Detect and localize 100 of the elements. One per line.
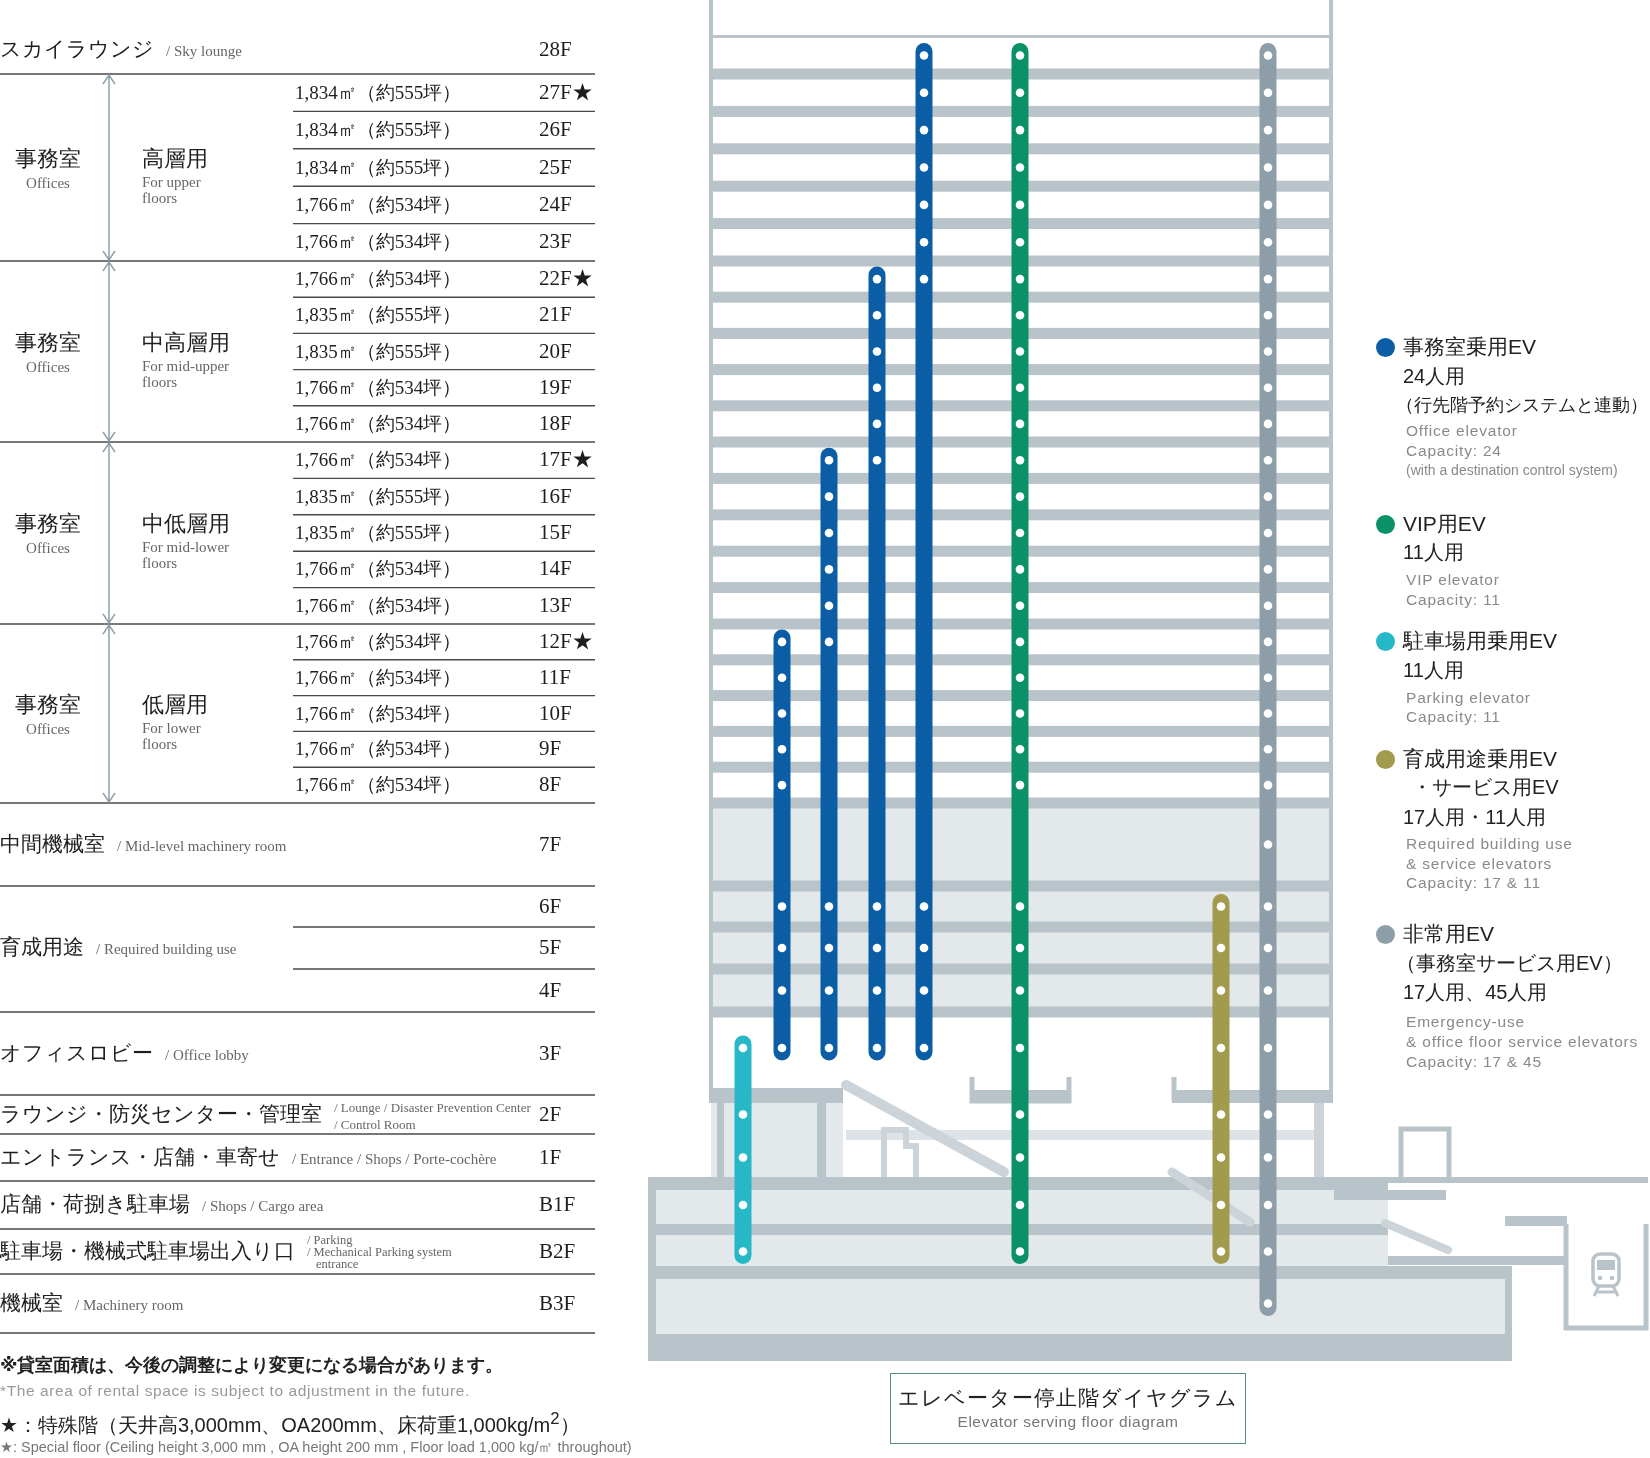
elevator-description: & service elevators — [1406, 854, 1553, 874]
zone-name: 事務室 — [15, 329, 81, 356]
floor-number: 13F — [539, 593, 572, 619]
zone-name-english: Offices — [26, 358, 70, 375]
elevator-description: Capacity: 11 — [1406, 707, 1501, 727]
elevator-capacity: 24人用 — [1403, 364, 1466, 388]
floor-area: 1,766㎡（約534坪） — [295, 267, 462, 291]
room-name-english: / Shops / Cargo area — [202, 1197, 324, 1215]
floor-number: 18F — [539, 411, 572, 437]
elevator-capacity: ・サービス用EV — [1412, 775, 1559, 799]
zone-name-english: For lower floors — [142, 719, 202, 752]
floor-number: B3F — [539, 1290, 576, 1317]
zone-name: 低層用 — [142, 691, 208, 718]
legend-label: 事務室乗用EV — [1403, 334, 1536, 360]
label-panel — [890, 1373, 1246, 1444]
floor-number: 7F — [539, 831, 562, 858]
elevator-description: Required building use — [1406, 834, 1573, 854]
room-name-english: / Office lobby — [165, 1045, 249, 1064]
floor-number: 10F — [539, 700, 572, 727]
legend-label: VIP用EV — [1403, 511, 1486, 537]
zone-name: 事務室 — [15, 510, 81, 538]
panel-label: エレベーター停止階ダイヤグラム — [898, 1385, 1238, 1412]
floor-number: 26F — [539, 117, 572, 143]
room-name-english: / Entrance / Shops / Porte-cochère — [292, 1149, 497, 1168]
room-name-english: / Mid-level machinery room — [117, 836, 287, 855]
floor-area: 1,834㎡（約555坪） — [295, 118, 462, 142]
zone-name-english: For upper floors — [142, 173, 202, 206]
floor-area: 1,766㎡（約534坪） — [295, 737, 462, 761]
elevator-description: Capacity: 11 — [1406, 590, 1501, 610]
zone-name: 中高層用 — [142, 329, 230, 356]
floor-area: 1,766㎡（約534坪） — [295, 702, 462, 725]
room-name: 中間機械室 — [0, 831, 105, 858]
footnote: *The area of rental space is subject to adjustment in the future. — [0, 1381, 470, 1401]
floor-number: 3F — [539, 1040, 562, 1067]
elevator-description: Capacity: 17 & 11 — [1406, 873, 1541, 893]
room-name: 店舗・荷捌き駐車場 — [0, 1192, 190, 1218]
floor-number: 1F — [539, 1144, 562, 1171]
footnote: ★: Special floor (Ceiling height 3,000 mm , OA height 200 mm , Floor load 1,000 kg/㎡ throughout) — [0, 1439, 632, 1457]
elevator-description: Capacity: 17 & 45 — [1406, 1052, 1542, 1072]
elevator-description: Office elevator — [1406, 421, 1518, 441]
floor-area: 1,766㎡（約534坪） — [295, 666, 462, 690]
elevator-description: Emergency-use — [1406, 1012, 1525, 1032]
floor-number: 23F — [539, 229, 572, 255]
floor-number: 4F — [539, 977, 562, 1004]
panel-sublabel: Elevator serving floor diagram — [957, 1411, 1179, 1432]
floor-number: 15F — [539, 520, 572, 546]
floor-number: 11F — [539, 665, 571, 691]
floor-area: 1,766㎡（約534坪） — [295, 376, 462, 400]
zone-name-english: Offices — [26, 720, 70, 737]
room-name-english: / Mechanical Parking system entrance — [307, 1246, 453, 1270]
zone-name-english: Offices — [26, 540, 70, 556]
elevator-capacity: 17人用、45人用 — [1403, 980, 1548, 1004]
floor-number: 25F — [539, 154, 572, 181]
room-name: ラウンジ・防災センター・管理室 — [0, 1101, 322, 1128]
room-name: エントランス・店舗・車寄せ — [0, 1144, 280, 1171]
elevator-description: (with a destination control system) — [1406, 461, 1618, 479]
zone-name-english: For mid-upper floors — [142, 357, 231, 390]
floor-number: 17F★ — [539, 447, 593, 473]
elevator-description: Capacity: 24 — [1406, 441, 1502, 461]
elevator-capacity: 11人用 — [1403, 540, 1464, 564]
floor-number: 9F — [539, 736, 562, 762]
floor-number: 24F — [539, 192, 572, 218]
elevator-capacity: （行先階予約システムと連動） — [1396, 395, 1648, 417]
zone-name: 事務室 — [15, 691, 81, 718]
elevator-description: VIP elevator — [1406, 570, 1500, 590]
floor-area: 1,766㎡（約534坪） — [295, 594, 462, 618]
floor-area: 1,834㎡（約555坪） — [295, 156, 462, 179]
floor-area: 1,766㎡（約534坪） — [295, 230, 462, 254]
room-name: スカイラウンジ — [0, 37, 154, 63]
floor-number: 20F — [539, 338, 572, 365]
floor-number: B2F — [539, 1238, 576, 1265]
room-name: オフィスロビー — [0, 1040, 153, 1067]
room-name-english: / Control Room — [334, 1118, 416, 1132]
room-name-english: / Machinery room — [75, 1295, 184, 1314]
room-name-english: / Parking — [307, 1234, 353, 1246]
floor-area: 1,766㎡（約534坪） — [295, 412, 462, 436]
floor-number: 16F — [539, 484, 572, 510]
floor-area: 1,835㎡（約555坪） — [295, 340, 462, 363]
zone-name: 中低層用 — [142, 510, 230, 538]
floor-area: 1,766㎡（約534坪） — [295, 630, 462, 654]
floor-area: 1,766㎡（約534坪） — [295, 558, 462, 581]
footnote: ※貸室面積は、今後の調整により変更になる場合があります。 — [0, 1355, 504, 1377]
floor-area: 1,835㎡（約555坪） — [295, 521, 462, 545]
floor-number: 22F★ — [539, 266, 593, 292]
floor-number: 21F — [539, 302, 572, 328]
floor-number: 2F — [539, 1101, 562, 1128]
floor-area: 1,766㎡（約534坪） — [295, 773, 462, 797]
legend-label: 非常用EV — [1403, 921, 1494, 947]
floor-area: 1,835㎡（約555坪） — [295, 485, 462, 508]
room-name: 駐車場・機械式駐車場出入り口 — [0, 1238, 295, 1265]
room-name: 機械室 — [0, 1290, 63, 1317]
room-name-english: / Sky lounge — [166, 42, 242, 60]
room-name-english: / Lounge / Disaster Prevention Center — [334, 1101, 531, 1115]
zone-name-english: For mid-lower floors — [142, 539, 231, 571]
floor-area: 1,766㎡（約534坪） — [295, 448, 462, 472]
zone-name: 事務室 — [15, 145, 81, 172]
floor-number: B1F — [539, 1192, 576, 1218]
legend-label: 育成用途乗用EV — [1403, 746, 1557, 772]
floor-number: 12F★ — [539, 629, 593, 655]
floor-area: 1,835㎡（約555坪） — [295, 303, 462, 327]
